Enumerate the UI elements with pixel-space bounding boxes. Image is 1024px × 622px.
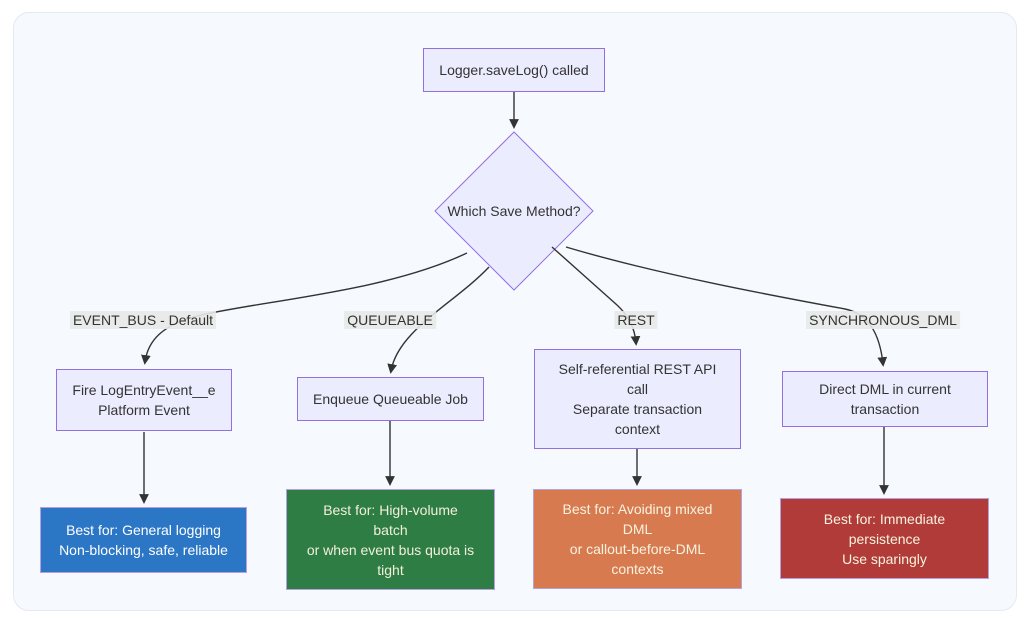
node-line: contexts (611, 561, 664, 577)
node-line: Platform Event (98, 402, 190, 418)
node-line: batch (373, 521, 408, 538)
edge-label-queueable: QUEUEABLE (344, 311, 436, 329)
node-line: Direct DML in current (819, 381, 951, 397)
edge-label-event-bus: EVENT_BUS - Default (69, 311, 217, 329)
node-best-rest: Best for: Avoiding mixed DML or callout-… (533, 489, 742, 589)
node-line: Fire LogEntryEvent__e (72, 382, 216, 398)
node-decision: Which Save Method? (434, 131, 594, 291)
node-line: call (626, 381, 648, 397)
node-method-event-bus: Fire LogEntryEvent__e Platform Event (56, 369, 232, 431)
node-line: Non-blocking, safe, reliable (59, 542, 228, 558)
node-line: or when event bus quota is (306, 541, 475, 558)
node-best-queueable: Best for: High-volume batch or when even… (286, 489, 495, 590)
edge-label-rest: REST (614, 311, 658, 329)
node-line: or callout-before-DML (569, 541, 706, 557)
node-line: Enqueue Queueable Job (313, 391, 468, 407)
node-line: Separate transaction (572, 401, 703, 417)
node-start-label: Logger.saveLog() called (439, 62, 589, 78)
node-line: DML (622, 521, 653, 537)
node-line: tight (377, 561, 404, 578)
node-line: transaction (850, 401, 920, 417)
node-line: persistence (848, 530, 921, 547)
node-start: Logger.saveLog() called (423, 48, 605, 92)
node-best-synchronous-dml: Best for: Immediate persistence Use spar… (780, 498, 989, 579)
node-line: Best for: General logging (66, 522, 221, 538)
node-method-rest: Self-referential REST API call Separate … (534, 349, 741, 449)
node-line: Best for: Immediate (823, 510, 946, 527)
node-line: Best for: Avoiding mixed (562, 501, 713, 517)
node-line: Self-referential REST API (558, 361, 717, 377)
node-method-synchronous-dml: Direct DML in current transaction (782, 371, 988, 427)
node-line: Best for: High-volume (323, 501, 458, 518)
node-line: context (614, 421, 661, 437)
node-decision-label: Which Save Method? (447, 203, 581, 219)
edge-label-synchronous-dml: SYNCHRONOUS_DML (806, 311, 960, 329)
node-line: Use sparingly (842, 550, 927, 567)
node-method-queueable: Enqueue Queueable Job (297, 377, 484, 421)
node-best-event-bus: Best for: General logging Non-blocking, … (40, 507, 247, 573)
